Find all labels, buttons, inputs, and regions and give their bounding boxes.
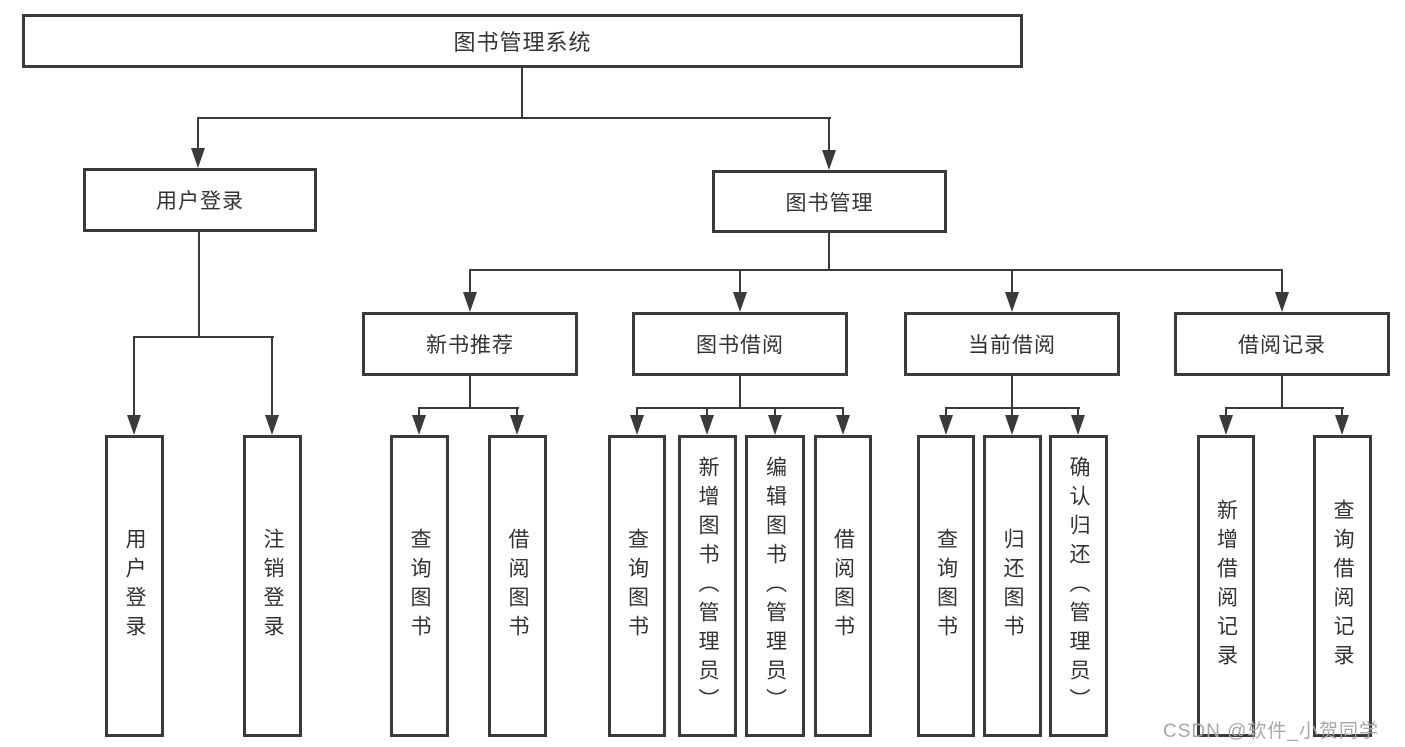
leaf-logout-label: 注销登录 [261, 528, 284, 644]
connector-group1-drop-2 [271, 336, 273, 418]
connector-borrow-record-trunk [1281, 375, 1283, 409]
leaf-add-book-admin-label: 新增图书（管理员） [696, 455, 719, 717]
leaf-query-books-recommend: 查询图书 [390, 435, 449, 737]
leaf-return-books-label: 归还图书 [1001, 528, 1024, 644]
arrow-down-icon [768, 415, 782, 435]
leaf-query-borrow-record: 查询借阅记录 [1313, 435, 1372, 737]
arrow-down-icon [1335, 415, 1349, 435]
connector-stub [706, 407, 708, 419]
leaf-return-books: 归还图书 [983, 435, 1042, 737]
leaf-borrow-books-borrowing-label: 借阅图书 [831, 528, 855, 644]
connector-group1-drop-1 [133, 336, 135, 418]
connector-root-trunk [521, 68, 523, 119]
leaf-user-login: 用户登录 [105, 435, 164, 737]
node-book-management: 图书管理 [712, 170, 947, 233]
connector-stub [1077, 407, 1079, 419]
connector-group2-bar [418, 407, 519, 409]
connector-stub [774, 407, 776, 419]
leaf-borrow-books-recommend-label: 借阅图书 [506, 528, 529, 644]
connector-new-book-trunk [469, 375, 471, 409]
node-root-label: 图书管理系统 [453, 30, 592, 55]
connector-level2-drop-3 [1011, 269, 1013, 295]
arrow-down-icon [463, 292, 477, 312]
arrow-down-icon [822, 150, 836, 170]
connector-stub [842, 407, 844, 419]
leaf-borrow-books-borrowing: 借阅图书 [814, 435, 872, 737]
arrow-down-icon [836, 415, 850, 435]
arrow-down-icon [700, 415, 714, 435]
leaf-query-books-current: 查询图书 [917, 435, 975, 737]
node-user-login-label: 用户登录 [156, 190, 244, 213]
node-user-login: 用户登录 [83, 168, 317, 232]
leaf-confirm-return-admin-label: 确认归还（管理员） [1067, 455, 1090, 717]
connector-level1-drop-right [828, 117, 830, 153]
connector-level2-drop-2 [739, 269, 741, 295]
arrow-down-icon [1005, 415, 1019, 435]
node-book-borrowing: 图书借阅 [632, 312, 848, 376]
leaf-user-login-label: 用户登录 [123, 528, 146, 644]
node-new-book-recommendation: 新书推荐 [362, 312, 578, 376]
connector-stub [516, 407, 518, 419]
arrow-down-icon [1005, 292, 1019, 312]
arrow-down-icon [191, 148, 205, 168]
node-borrowing-records-label: 借阅记录 [1238, 334, 1326, 357]
leaf-add-book-admin: 新增图书（管理员） [678, 435, 737, 737]
leaf-confirm-return-admin: 确认归还（管理员） [1049, 435, 1108, 737]
node-book-borrowing-label: 图书借阅 [696, 334, 784, 357]
csdn-watermark: CSDN @软件_小贺同学 [1163, 721, 1379, 742]
leaf-query-books-recommend-label: 查询图书 [408, 528, 431, 644]
leaf-edit-book-admin-label: 编辑图书（管理员） [763, 455, 787, 717]
arrow-down-icon [939, 415, 953, 435]
arrow-down-icon [1275, 292, 1289, 312]
leaf-query-books-current-label: 查询图书 [934, 528, 958, 644]
connector-user-login-trunk [198, 231, 200, 338]
arrow-down-icon [510, 415, 524, 435]
arrow-down-icon [630, 415, 644, 435]
arrow-down-icon [127, 415, 141, 435]
leaf-add-borrow-record: 新增借阅记录 [1197, 435, 1255, 737]
leaf-query-books-borrowing: 查询图书 [608, 435, 666, 737]
node-root: 图书管理系统 [22, 14, 1023, 68]
leaf-query-borrow-record-label: 查询借阅记录 [1331, 499, 1354, 673]
connector-level2-bar [469, 269, 1283, 271]
connector-stub [1225, 407, 1227, 419]
arrow-down-icon [412, 415, 426, 435]
connector-stub [1341, 407, 1343, 419]
connector-stub [418, 407, 420, 419]
connector-group3-bar [636, 407, 844, 409]
node-book-management-label: 图书管理 [785, 191, 874, 215]
node-current-borrowing: 当前借阅 [904, 312, 1120, 376]
arrow-down-icon [1071, 415, 1085, 435]
leaf-add-borrow-record-label: 新增借阅记录 [1214, 499, 1238, 673]
node-new-book-recommendation-label: 新书推荐 [426, 334, 514, 357]
node-borrowing-records: 借阅记录 [1174, 312, 1390, 376]
connector-level2-drop-1 [469, 269, 471, 295]
connector-level2-drop-4 [1281, 269, 1283, 295]
leaf-query-books-borrowing-label: 查询图书 [625, 528, 649, 644]
connector-level1-bar [197, 117, 831, 119]
leaf-borrow-books-recommend: 借阅图书 [488, 435, 547, 737]
node-current-borrowing-label: 当前借阅 [968, 334, 1056, 357]
connector-book-management-trunk [828, 232, 830, 271]
connector-stub [1011, 407, 1013, 419]
connector-group5-bar [1225, 407, 1344, 409]
connector-current-borrow-trunk [1011, 375, 1013, 409]
arrow-down-icon [265, 415, 279, 435]
connector-level1-drop-left [197, 117, 199, 151]
arrow-down-icon [733, 292, 747, 312]
connector-group1-bar [133, 336, 274, 338]
leaf-logout: 注销登录 [243, 435, 302, 737]
leaf-edit-book-admin: 编辑图书（管理员） [745, 435, 805, 737]
connector-stub [945, 407, 947, 419]
arrow-down-icon [1219, 415, 1233, 435]
connector-book-borrow-trunk [739, 375, 741, 409]
connector-stub [636, 407, 638, 419]
